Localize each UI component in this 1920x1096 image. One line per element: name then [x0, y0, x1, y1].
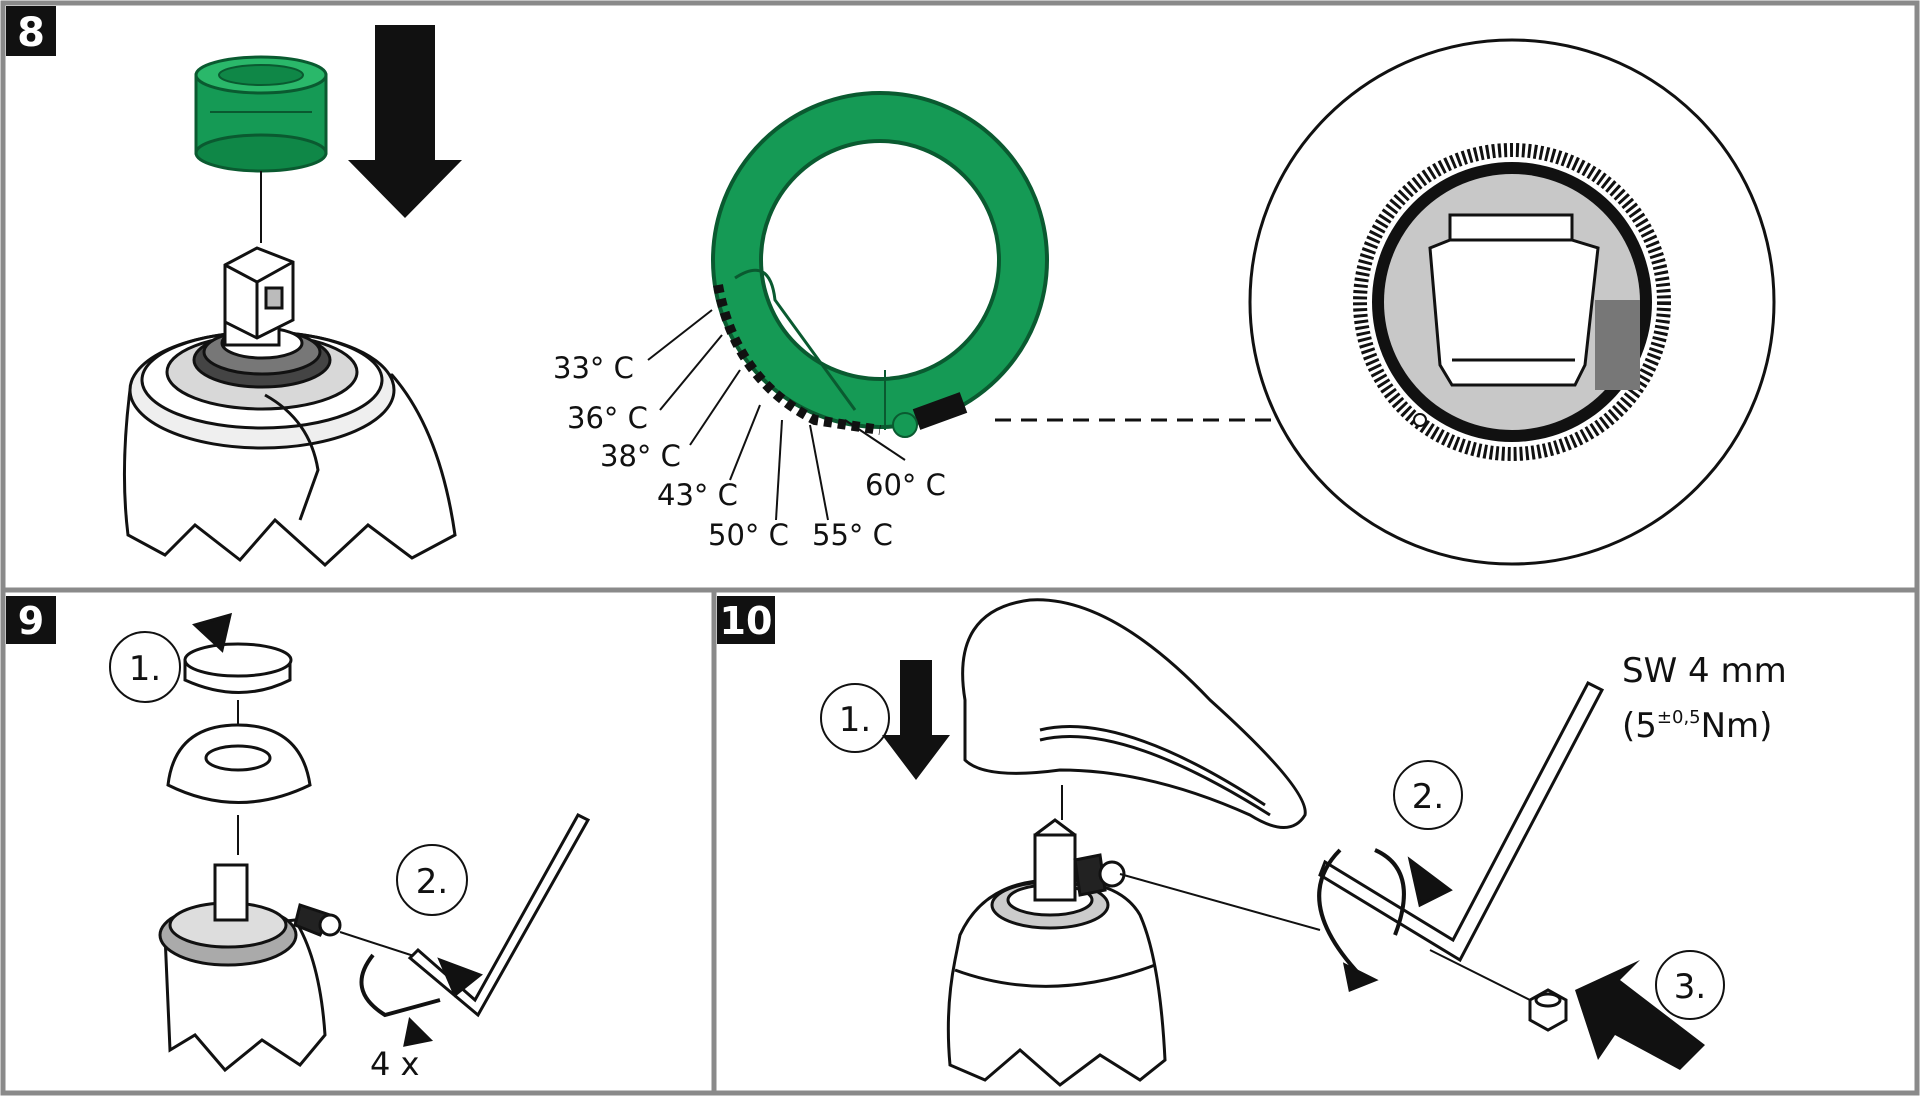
- temp-36: 36° C: [567, 401, 648, 435]
- temp-38: 38° C: [600, 439, 681, 473]
- down-arrow-icon: [882, 660, 950, 780]
- step-10-sub3-label: 3.: [1674, 967, 1706, 1007]
- dial-notch: [912, 392, 968, 430]
- torque-unit: Nm): [1701, 706, 1773, 746]
- step-10-number: 10: [720, 599, 773, 643]
- down-arrow-icon: [348, 25, 462, 218]
- temp-55: 55° C: [812, 518, 893, 552]
- step-9-panel: 9 1. 2. 4 x: [6, 596, 591, 1083]
- step-10-sub2-label: 2.: [1412, 777, 1444, 817]
- step-9-sub2-circle: [396, 844, 468, 916]
- temp-60: 60° C: [865, 468, 946, 502]
- temp-43: 43° C: [657, 478, 738, 512]
- rotate-arrow-icon: [1407, 856, 1453, 908]
- valve-body-small: [158, 863, 342, 1073]
- wrench-size-label: SW 4 mm: [1622, 651, 1787, 691]
- torque-base: (5: [1622, 706, 1657, 746]
- step-8-panel: 8: [6, 6, 1776, 568]
- rotate-arrow-icon: [192, 612, 233, 653]
- torque-label: (5±0,5Nm): [1622, 706, 1772, 746]
- green-limiter-cap: [194, 55, 328, 173]
- valve-body-step10: [946, 818, 1167, 1087]
- lever-handle: [961, 598, 1307, 829]
- detail-view: [1248, 38, 1776, 566]
- step-10-sub3-circle: [1655, 950, 1725, 1020]
- rotate-arrow-small-icon: [403, 1016, 434, 1047]
- valve-body: [122, 246, 457, 568]
- step-8-number: 8: [17, 10, 45, 56]
- step-9-sub1-circle: [109, 631, 181, 703]
- step-10-sub2-circle: [1393, 760, 1463, 830]
- temperature-dial-ring: [711, 91, 1049, 438]
- hex-key-step10: [1317, 681, 1605, 993]
- rotate-arrow-small-icon: [1342, 962, 1379, 993]
- temperature-leader-lines: [647, 309, 906, 521]
- step-9-number: 9: [18, 599, 44, 643]
- step-9-badge: [6, 596, 56, 644]
- cap-ring-rotate: [183, 612, 293, 694]
- rotate-arrow-icon: [437, 957, 483, 998]
- step-10-badge: [717, 596, 775, 644]
- step-8-badge: [6, 6, 56, 56]
- torque-tolerance: ±0,5: [1657, 707, 1701, 728]
- temp-33: 33° C: [553, 351, 634, 385]
- step-10-sub1-circle: [820, 683, 890, 753]
- push-arrow-icon: [1575, 960, 1705, 1070]
- temp-50: 50° C: [708, 518, 789, 552]
- step-10-sub1-label: 1.: [839, 700, 871, 740]
- dome-cover: [166, 723, 312, 804]
- cover-plug: [1528, 988, 1568, 1032]
- hex-key-step9: [359, 813, 591, 1047]
- step-9-sub2-label: 2.: [416, 862, 448, 902]
- temperature-labels: 33° C 36° C 38° C 43° C 50° C 55° C 60° …: [553, 351, 946, 552]
- step-9-sub1-label: 1.: [129, 649, 161, 689]
- step-9-turns-label: 4 x: [370, 1045, 419, 1083]
- step-10-panel: 10 1.: [717, 596, 1787, 1087]
